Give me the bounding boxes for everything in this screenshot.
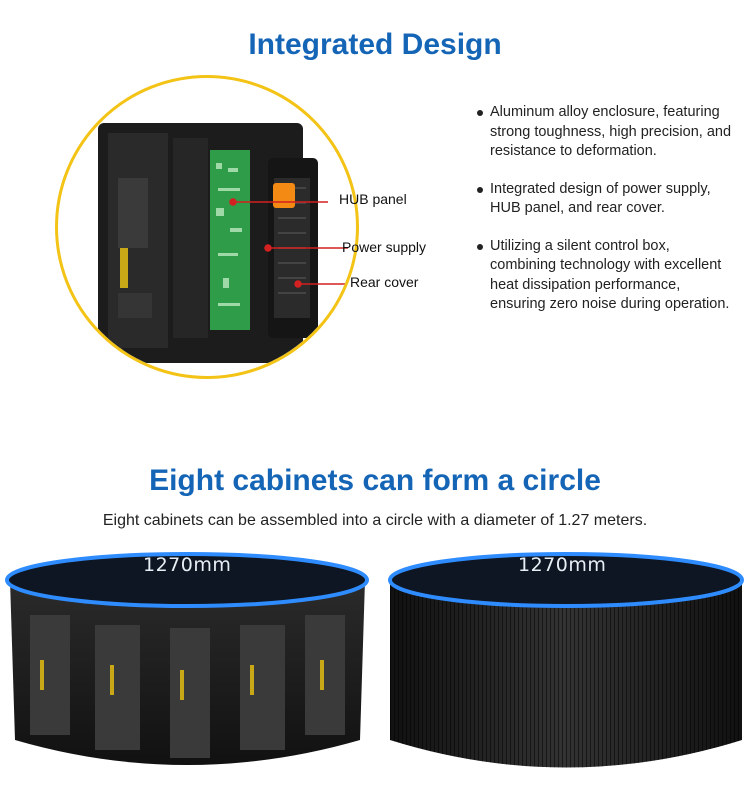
ring-glow — [5, 552, 369, 608]
section-title-integrated-design: Integrated Design — [248, 28, 502, 61]
section-title-circle: Eight cabinets can form a circle — [149, 464, 601, 497]
ring-rear-view-image — [5, 552, 369, 765]
left-dimension-label: 1270mm — [143, 554, 232, 576]
callout-power-supply: Power supply — [342, 239, 427, 255]
feature-bullet: Utilizing a silent control box, combinin… — [474, 237, 734, 315]
feature-bullet: Aluminum alloy enclosure, featuring stro… — [474, 103, 734, 162]
ring-glow — [388, 552, 744, 608]
cabinet-illustration — [98, 123, 348, 363]
connector-orange — [273, 183, 295, 208]
right-dimension-label: 1270mm — [518, 554, 607, 576]
hub-panel-board — [210, 150, 250, 330]
ring-front-view-image — [388, 552, 744, 768]
feature-bullet-list: Aluminum alloy enclosure, featuring stro… — [474, 103, 734, 333]
callout-hub-panel: HUB panel — [339, 191, 407, 207]
circle-description: Eight cabinets can be assembled into a c… — [102, 512, 648, 529]
cabinet-product-image — [55, 75, 359, 379]
feature-bullet: Integrated design of power supply, HUB p… — [474, 180, 734, 219]
callout-rear-cover: Rear cover — [350, 274, 419, 290]
